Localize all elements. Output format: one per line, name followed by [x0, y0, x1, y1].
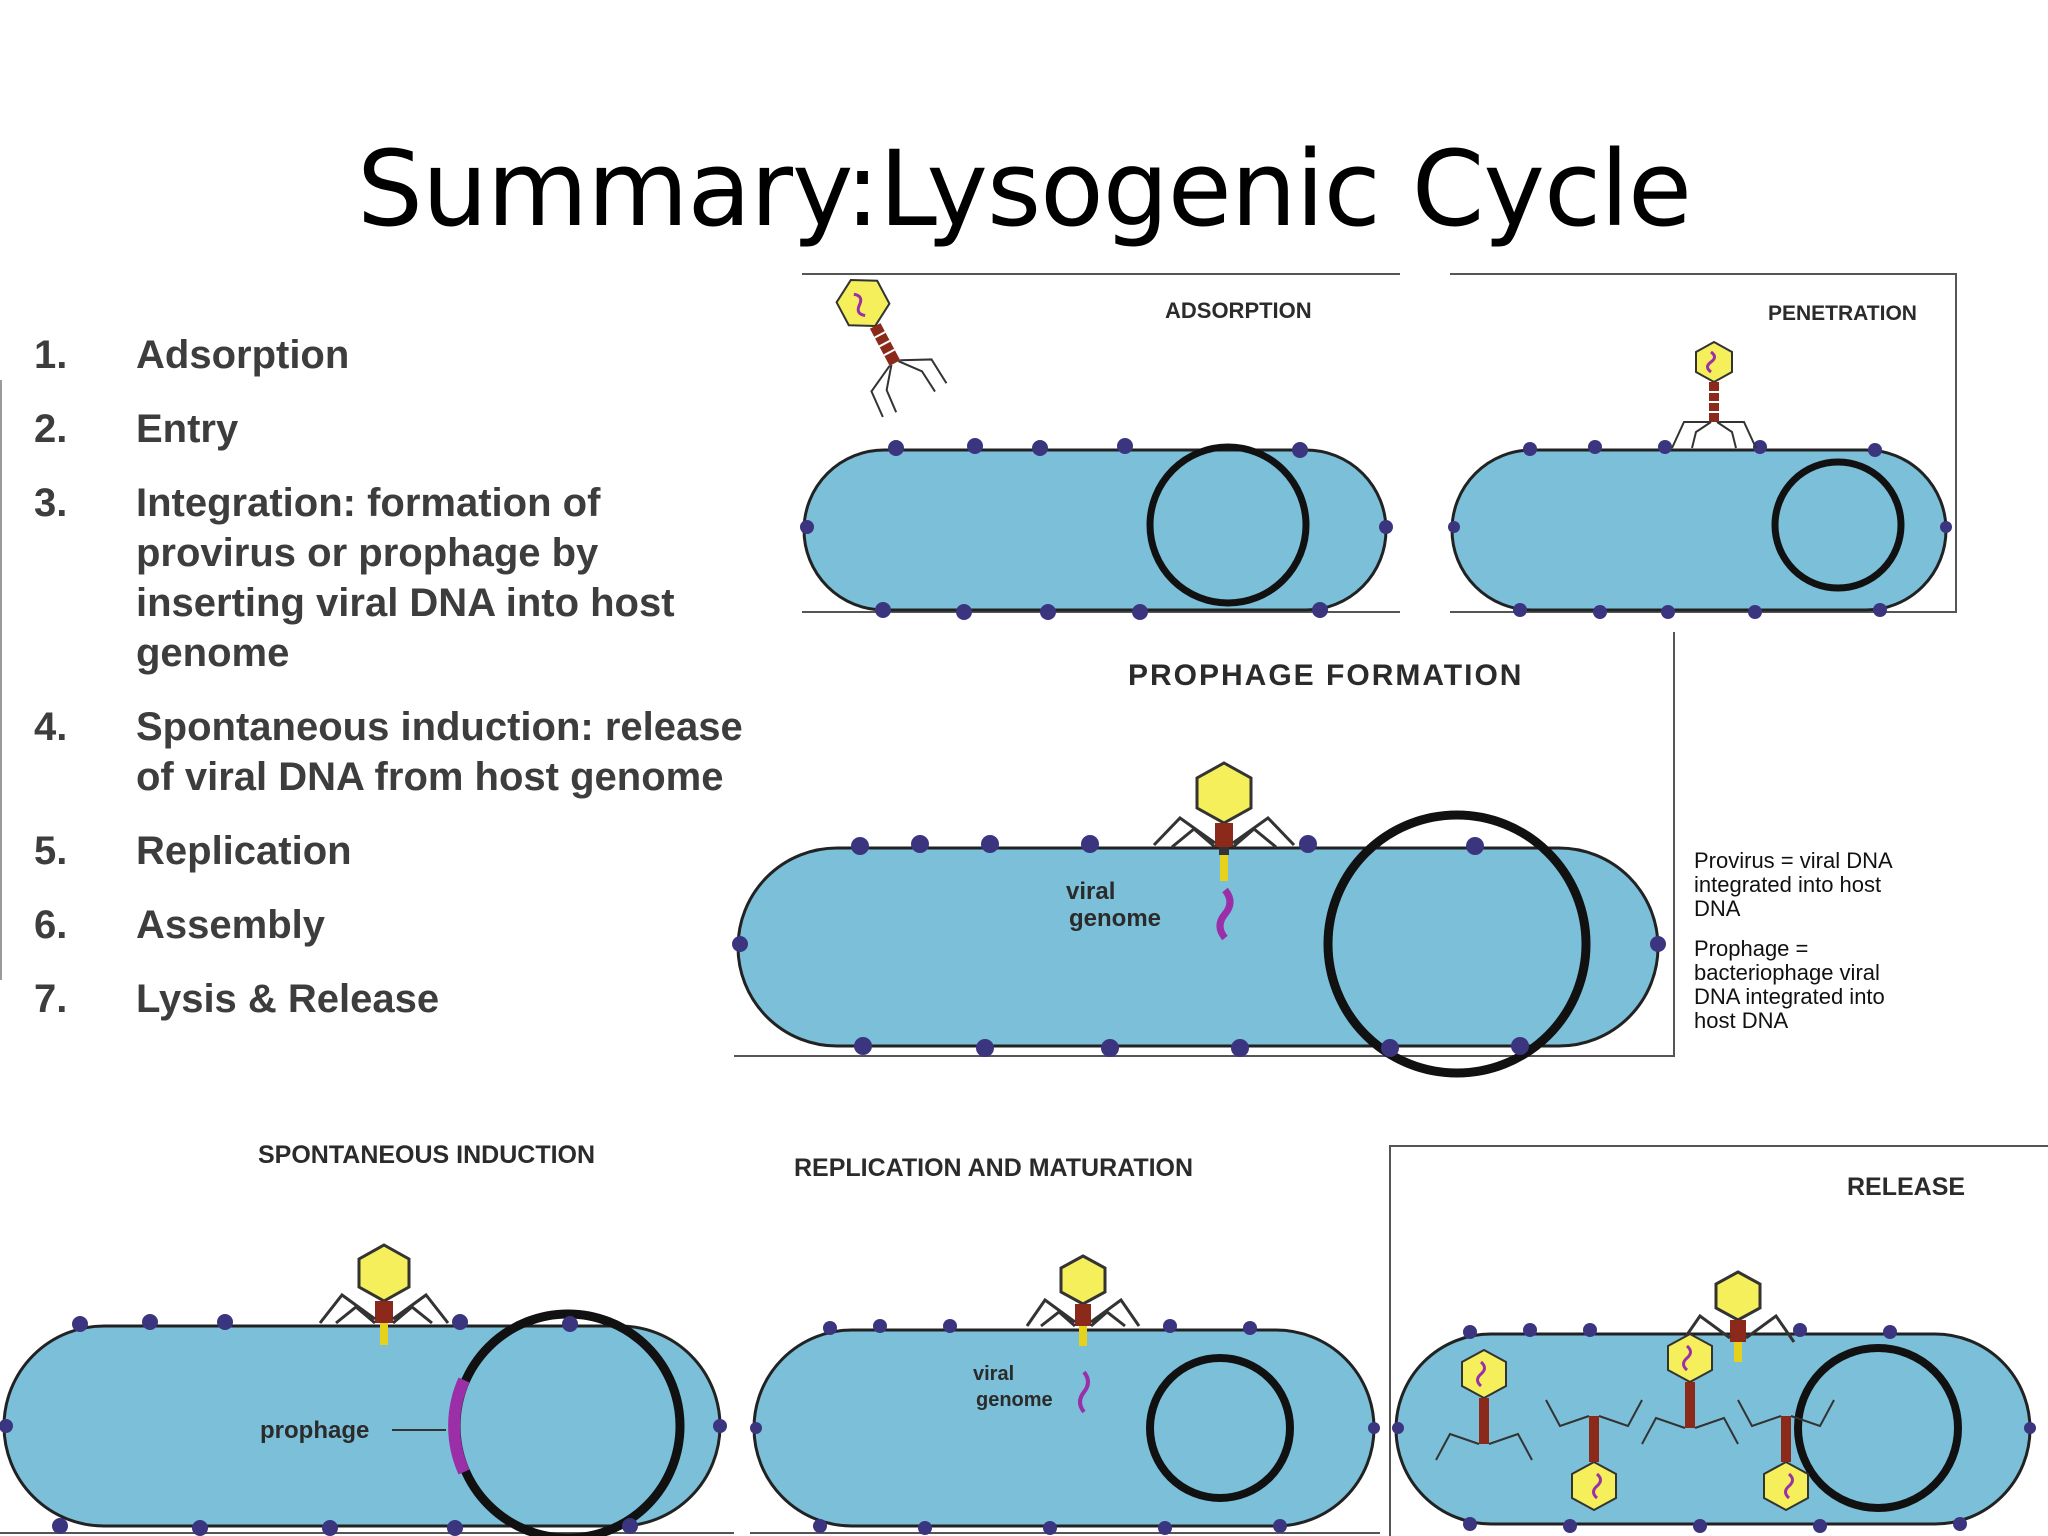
label-prophage: prophage	[260, 1417, 369, 1444]
label-viral: viral	[1066, 878, 1115, 905]
step-number: 2.	[34, 407, 68, 451]
step-number: 1.	[34, 333, 68, 377]
cell-release	[1392, 1323, 2036, 1533]
step-text: Spontaneous induction: release of viral …	[136, 705, 743, 799]
step-list: 1. Adsorption 2. Entry 3. Integration: f…	[34, 330, 754, 1048]
panel-title-replication: REPLICATION AND MATURATION	[794, 1154, 1193, 1182]
step-number: 4.	[34, 705, 68, 749]
step-text: Adsorption	[136, 333, 350, 377]
step-item: 6. Assembly	[34, 900, 754, 950]
left-edge-line	[0, 380, 2, 980]
step-text: Replication	[136, 829, 352, 873]
note-prophage-line-3: DNA integrated into	[1694, 984, 1885, 1009]
panel-title-penetration: PENETRATION	[1768, 302, 1917, 325]
step-text: Lysis & Release	[136, 977, 440, 1021]
phage-release-1	[1435, 1348, 1533, 1461]
cell-replication	[750, 1319, 1380, 1535]
step-item: 4. Spontaneous induction: release of vir…	[34, 702, 754, 802]
step-item: 3. Integration: formation of provirus or…	[34, 478, 754, 678]
step-number: 6.	[34, 903, 68, 947]
cell-prophage-formation	[732, 810, 1666, 1078]
cell-adsorption	[800, 438, 1393, 620]
label-genome: genome	[1069, 905, 1161, 932]
phage-spontaneous-induction	[318, 1243, 450, 1345]
note-provirus-line-2: integrated into host	[1694, 872, 1881, 897]
panel-title-release: RELEASE	[1847, 1173, 1965, 1201]
phage-replication	[1025, 1254, 1141, 1346]
label-viral-replication: viral	[973, 1363, 1014, 1385]
step-text: Assembly	[136, 903, 325, 947]
cell-penetration	[1448, 440, 1952, 619]
label-genome-replication: genome	[976, 1389, 1053, 1411]
step-item: 1. Adsorption	[34, 330, 754, 380]
step-number: 7.	[34, 977, 68, 1021]
phage-release-3	[1641, 1332, 1739, 1445]
step-item: 2. Entry	[34, 404, 754, 454]
phage-penetration	[1671, 340, 1757, 449]
phage-adsorption	[835, 279, 948, 418]
step-item: 5. Replication	[34, 826, 754, 876]
step-number: 5.	[34, 829, 68, 873]
phage-prophage-formation	[1152, 761, 1296, 881]
note-prophage-line-4: host DNA	[1694, 1008, 1788, 1033]
phage-release-exit	[1680, 1270, 1796, 1362]
step-number: 3.	[34, 481, 68, 525]
cell-spontaneous-induction	[0, 1309, 727, 1536]
panel-title-adsorption: ADSORPTION	[1165, 298, 1312, 323]
step-text: Entry	[136, 407, 239, 451]
phage-release-4	[1737, 1399, 1835, 1512]
phage-release-2	[1545, 1399, 1643, 1512]
note-provirus-line-3: DNA	[1694, 896, 1741, 921]
note-provirus-line-1: Provirus = viral DNA	[1694, 848, 1893, 873]
panel-title-prophage-formation: PROPHAGE FORMATION	[1128, 659, 1523, 692]
step-text: Integration: formation of provirus or pr…	[136, 481, 675, 675]
step-item: 7. Lysis & Release	[34, 974, 754, 1024]
slide-title: Summary:Lysogenic Cycle	[356, 128, 1692, 250]
note-prophage-line-1: Prophage =	[1694, 936, 1808, 961]
note-prophage-line-2: bacteriophage viral	[1694, 960, 1880, 985]
panel-title-spontaneous-induction: SPONTANEOUS INDUCTION	[258, 1141, 595, 1169]
